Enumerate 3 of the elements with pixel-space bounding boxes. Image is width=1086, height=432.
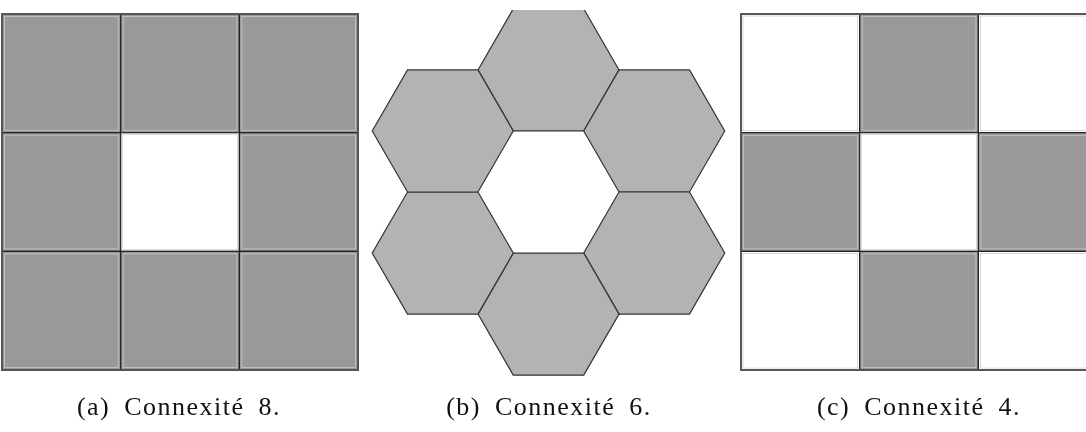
subfigure-caption: (c) Connexité 4. <box>816 391 1022 423</box>
subfigure-caption: (a) Connexité 8. <box>76 391 282 423</box>
subfigure-caption: (b) Connexité 6. <box>446 391 652 423</box>
